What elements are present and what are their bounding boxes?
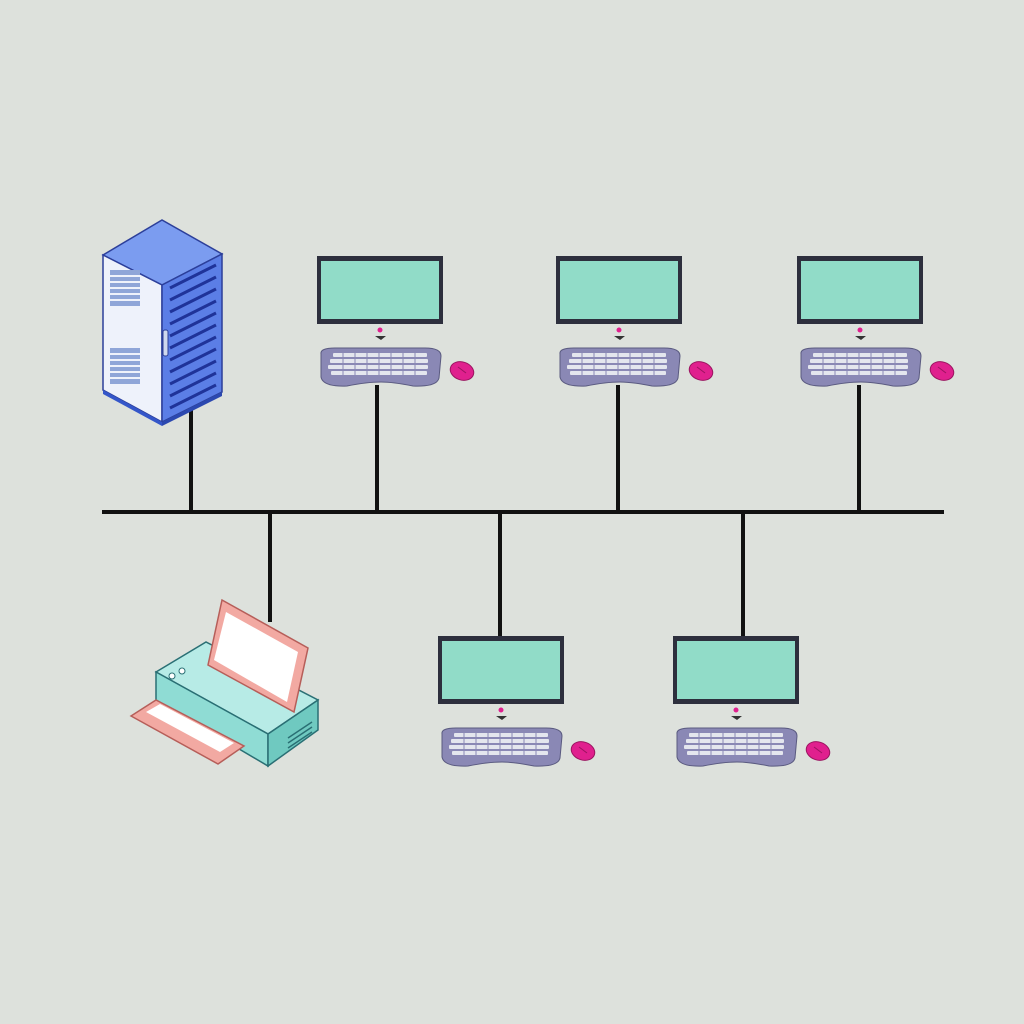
connection-lines — [189, 385, 861, 636]
server-rack-icon — [101, 219, 224, 426]
printer-icon — [129, 598, 320, 768]
desktop-computer-icon — [437, 635, 598, 767]
desktop-computer-icon — [796, 255, 957, 387]
desktop-computer-icon — [316, 255, 477, 387]
desktop-computer-icon — [555, 255, 716, 387]
desktop-computer-icon — [672, 635, 833, 767]
